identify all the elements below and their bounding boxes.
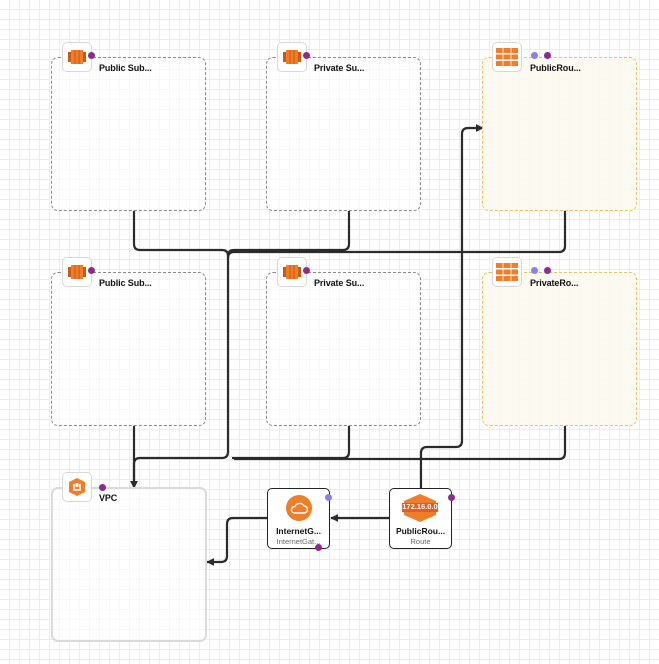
connector-dot[interactable]	[99, 484, 106, 491]
private-subnet-container[interactable]	[266, 272, 421, 426]
connector-dot[interactable]	[303, 267, 310, 274]
connector-dot[interactable]	[88, 52, 95, 59]
subnet-label: Private Su...	[314, 278, 365, 288]
connector-dot[interactable]	[531, 52, 538, 59]
route-cidr: 172.16.0.0	[402, 502, 438, 511]
cloud-icon	[286, 495, 312, 521]
wire-routetable2	[234, 426, 567, 461]
vpc-container[interactable]	[51, 487, 207, 642]
internet-gateway-label: InternetG...	[276, 526, 321, 536]
connector-dot[interactable]	[325, 494, 332, 501]
ec2-icon[interactable]	[62, 257, 92, 287]
public-subnet-container[interactable]	[51, 272, 206, 426]
internet-gateway-type: InternetGat...	[276, 537, 321, 546]
connector-dot[interactable]	[303, 52, 310, 59]
connector-dot[interactable]	[531, 267, 538, 274]
wire-subnet1	[132, 211, 230, 257]
connector-dot[interactable]	[88, 267, 95, 274]
route-table-label: PrivateRo...	[530, 278, 579, 288]
ec2-icon[interactable]	[277, 257, 307, 287]
subnet-label: Public Sub...	[99, 63, 152, 73]
public-subnet-container[interactable]	[51, 57, 206, 211]
wire-subnet4	[232, 426, 351, 460]
route-icon: 172.16.0.0	[402, 493, 438, 523]
private-route-table-container[interactable]	[482, 272, 637, 426]
connector-dot[interactable]	[448, 494, 455, 501]
route-label: PublicRou...	[395, 526, 446, 536]
public-route-table-container[interactable]	[482, 57, 637, 211]
wire-igw-to-vpc	[206, 516, 267, 566]
route-table-icon[interactable]	[492, 257, 522, 287]
wire-subnet2	[226, 211, 351, 257]
connector-dot[interactable]	[315, 544, 322, 551]
route-table-icon[interactable]	[492, 42, 522, 72]
route-table-label: PublicRou...	[530, 63, 581, 73]
internet-gateway-node[interactable]: InternetG... InternetGat...	[267, 488, 330, 549]
ec2-icon[interactable]	[277, 42, 307, 72]
connector-dot[interactable]	[544, 52, 551, 59]
subnet-label: Private Su...	[314, 63, 365, 73]
connector-dot[interactable]	[544, 267, 551, 274]
route-node[interactable]: 172.16.0.0 PublicRou... Route	[389, 488, 452, 549]
vpc-label: VPC	[99, 493, 118, 503]
wire-route-to-routetable	[419, 124, 484, 488]
private-subnet-container[interactable]	[266, 57, 421, 211]
subnet-label: Public Sub...	[99, 278, 152, 288]
wire-routetable1	[226, 211, 567, 259]
route-type: Route	[410, 537, 431, 546]
vpc-icon[interactable]	[62, 472, 92, 502]
